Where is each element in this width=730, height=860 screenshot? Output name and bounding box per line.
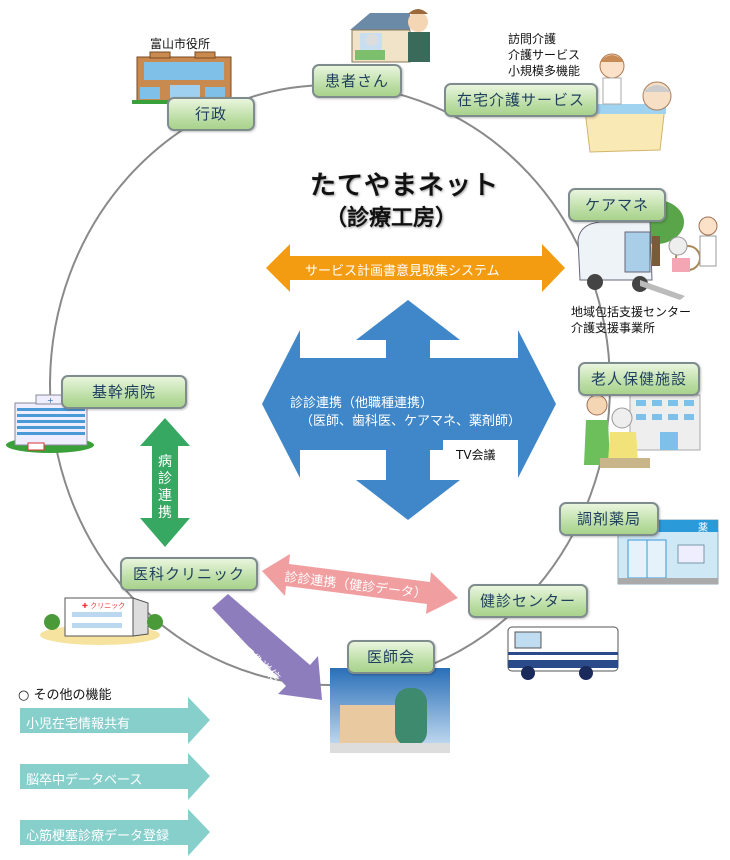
feature-arrow-1	[20, 697, 210, 744]
nursing-facility-illustration	[584, 394, 701, 468]
home-care-caption-3: 小規模多機能	[508, 64, 581, 78]
health-data-arrow	[262, 554, 458, 614]
care-manager-caption-1: 地域包括支援センター	[571, 305, 692, 319]
tv-conference-box	[443, 440, 518, 468]
node-medical-association[interactable]: 医師会	[347, 640, 435, 674]
node-core-hospital[interactable]: 基幹病院	[61, 375, 187, 409]
home-care-caption-2: 介護サービス	[508, 48, 581, 62]
svg-text:+: +	[47, 396, 54, 405]
network-title: たてやまネット	[310, 171, 500, 201]
clinic-illustration: ✚ クリニック	[40, 597, 163, 645]
svg-text:✚ クリニック: ✚ クリニック	[82, 602, 125, 610]
node-home-care-service[interactable]: 在宅介護サービス	[444, 83, 598, 117]
network-subtitle: （診療工房）	[325, 206, 458, 231]
tv-conference-label: TV会議	[456, 448, 496, 462]
health-bus-illustration	[507, 626, 619, 680]
feature-arrow-2	[20, 753, 210, 800]
other-features-heading: ○ その他の機能	[18, 688, 112, 703]
home-care-caption-1: 訪問介護	[508, 32, 557, 46]
pharmacy-sign: 薬	[698, 523, 708, 534]
cityhall-illustration	[132, 51, 232, 104]
feature-arrow-3	[20, 809, 210, 856]
care-manager-caption-2: 介護支援事業所	[571, 321, 656, 335]
node-geriatric-facility[interactable]: 老人保健施設	[578, 362, 700, 396]
node-pharmacy[interactable]: 調剤薬局	[559, 502, 659, 536]
service-plan-label: サービス計画書意見取集システム	[305, 264, 500, 279]
collaboration-label-2: （医師、歯科医、ケアマネ、薬剤師）	[300, 414, 522, 429]
collaboration-cross-arrow	[262, 300, 556, 520]
home-care-illustration	[584, 53, 672, 153]
feature-mi-registry[interactable]: 心筋梗塞診療データ登録	[26, 829, 170, 844]
service-plan-arrow	[266, 244, 565, 292]
cityhall-caption: 富山市役所	[150, 37, 211, 51]
node-care-manager[interactable]: ケアマネ	[568, 188, 666, 222]
feature-pediatric-home[interactable]: 小児在宅情報共有	[26, 717, 131, 732]
image-send-arrow	[212, 594, 322, 700]
node-administration[interactable]: 行政	[167, 97, 255, 131]
node-patient[interactable]: 患者さん	[312, 64, 402, 98]
hospital-clinic-label: 病診連携	[158, 454, 172, 521]
collaboration-label-1: 診診連携（他職種連携）	[290, 396, 434, 411]
patient-house-illustration	[350, 9, 430, 63]
hospital-clinic-arrow	[140, 418, 190, 547]
medical-association-photo	[330, 668, 450, 753]
node-clinic[interactable]: 医科クリニック	[120, 557, 258, 591]
node-health-checkup-center[interactable]: 健診センター	[468, 584, 588, 618]
feature-stroke-database[interactable]: 脳卒中データベース	[26, 773, 143, 788]
